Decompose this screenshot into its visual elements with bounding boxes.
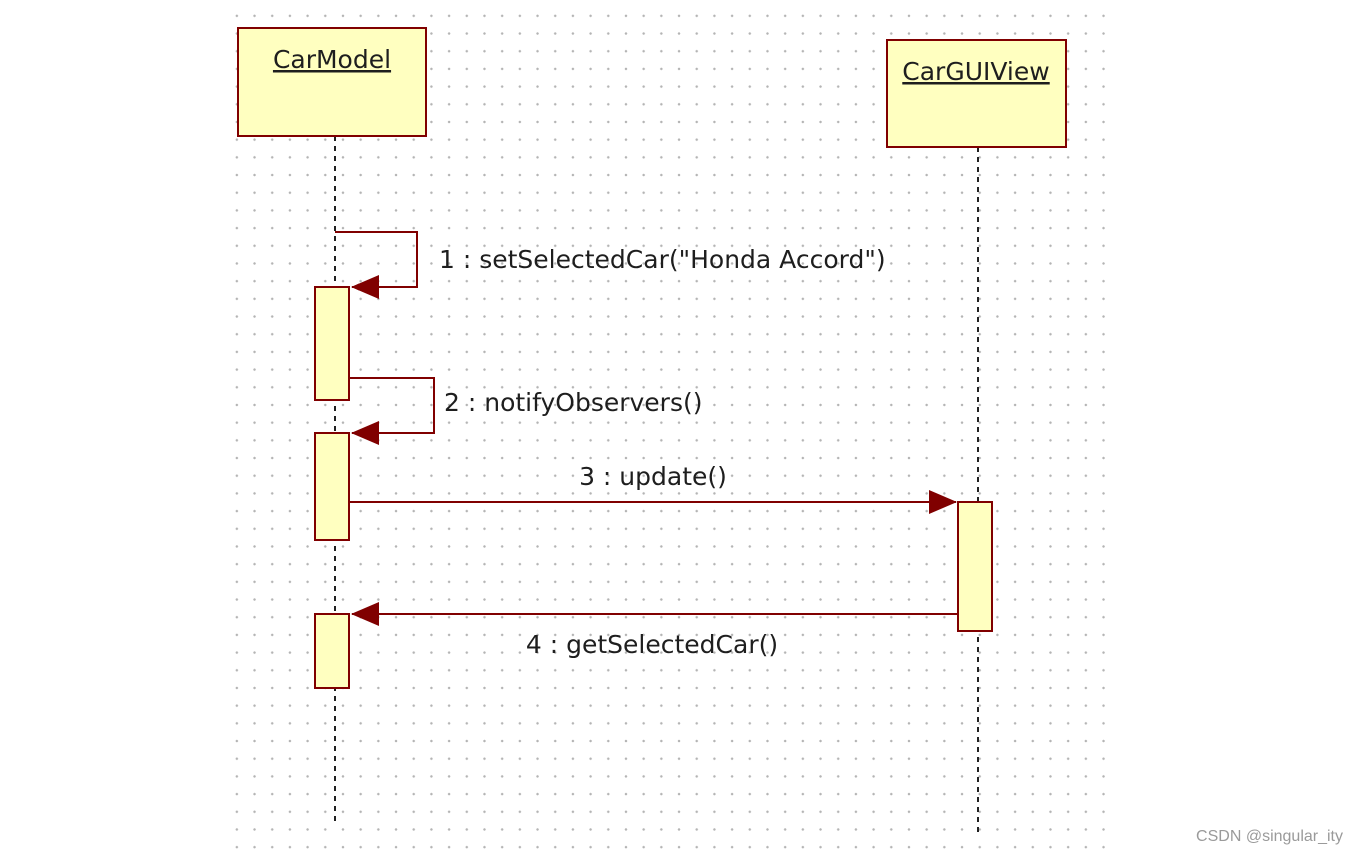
lifeline-carguiview[interactable]: CarGUIView bbox=[886, 39, 1067, 835]
message-1-arrow[interactable] bbox=[335, 231, 418, 291]
message-2-label: 2 : notifyObservers() bbox=[444, 388, 702, 417]
message-3[interactable]: 3 : update() bbox=[349, 462, 957, 514]
message-1-label: 1 : setSelectedCar("Honda Accord") bbox=[439, 245, 886, 274]
diagram-canvas: CarModel CarGUIView 1 : setSelectedCar("… bbox=[225, 0, 1113, 854]
message-1-arrowhead-icon bbox=[351, 275, 379, 299]
activation-bar-carmodel-3[interactable] bbox=[314, 613, 350, 689]
activation-bar-carmodel-2[interactable] bbox=[314, 432, 350, 541]
message-1[interactable]: 1 : setSelectedCar("Honda Accord") bbox=[335, 231, 886, 299]
lifeline-carguiview-head[interactable] bbox=[886, 39, 1067, 148]
lifeline-carguiview-label: CarGUIView bbox=[902, 57, 1049, 86]
message-3-arrowhead-icon bbox=[929, 490, 957, 514]
watermark: CSDN @singular_ity bbox=[1196, 828, 1343, 845]
activation-bar-carguiview[interactable] bbox=[957, 501, 993, 632]
sequence-diagram: CarModel CarGUIView 1 : setSelectedCar("… bbox=[237, 27, 1067, 835]
lifeline-carmodel-label: CarModel bbox=[273, 45, 391, 74]
message-2-arrowhead-icon bbox=[351, 421, 379, 445]
message-2-arrow[interactable] bbox=[349, 377, 435, 434]
activation-bar-carmodel-1[interactable] bbox=[314, 286, 350, 401]
message-2[interactable]: 2 : notifyObservers() bbox=[349, 377, 702, 445]
lifeline-carmodel[interactable]: CarModel bbox=[237, 27, 427, 822]
lifeline-carmodel-head[interactable] bbox=[237, 27, 427, 137]
message-4-arrowhead-icon bbox=[351, 602, 379, 626]
message-4[interactable]: 4 : getSelectedCar() bbox=[351, 602, 958, 659]
message-3-label: 3 : update() bbox=[579, 462, 727, 491]
message-4-label: 4 : getSelectedCar() bbox=[526, 630, 778, 659]
